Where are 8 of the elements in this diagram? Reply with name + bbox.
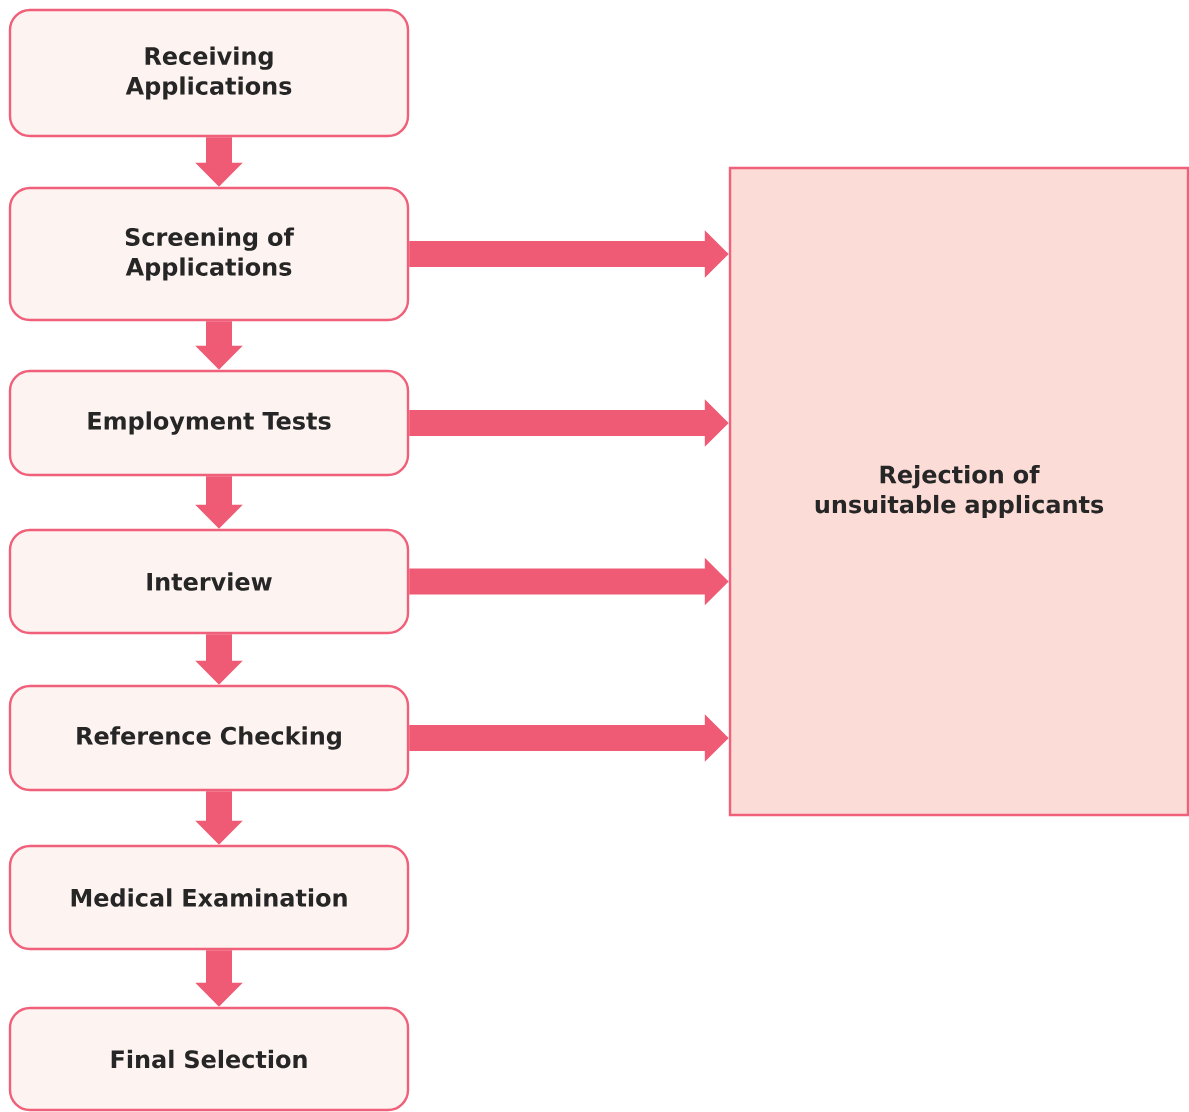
step-box: Interview xyxy=(8,528,410,635)
step-box: Reference Checking xyxy=(8,684,410,792)
step-box: Final Selection xyxy=(8,1006,410,1112)
step-box: Medical Examination xyxy=(8,844,410,951)
rejection-box: Rejection of unsuitable applicants xyxy=(728,166,1189,817)
step-box: Employment Tests xyxy=(8,369,410,477)
step-box: Receiving Applications xyxy=(8,8,410,138)
step-box: Screening of Applications xyxy=(8,186,410,322)
